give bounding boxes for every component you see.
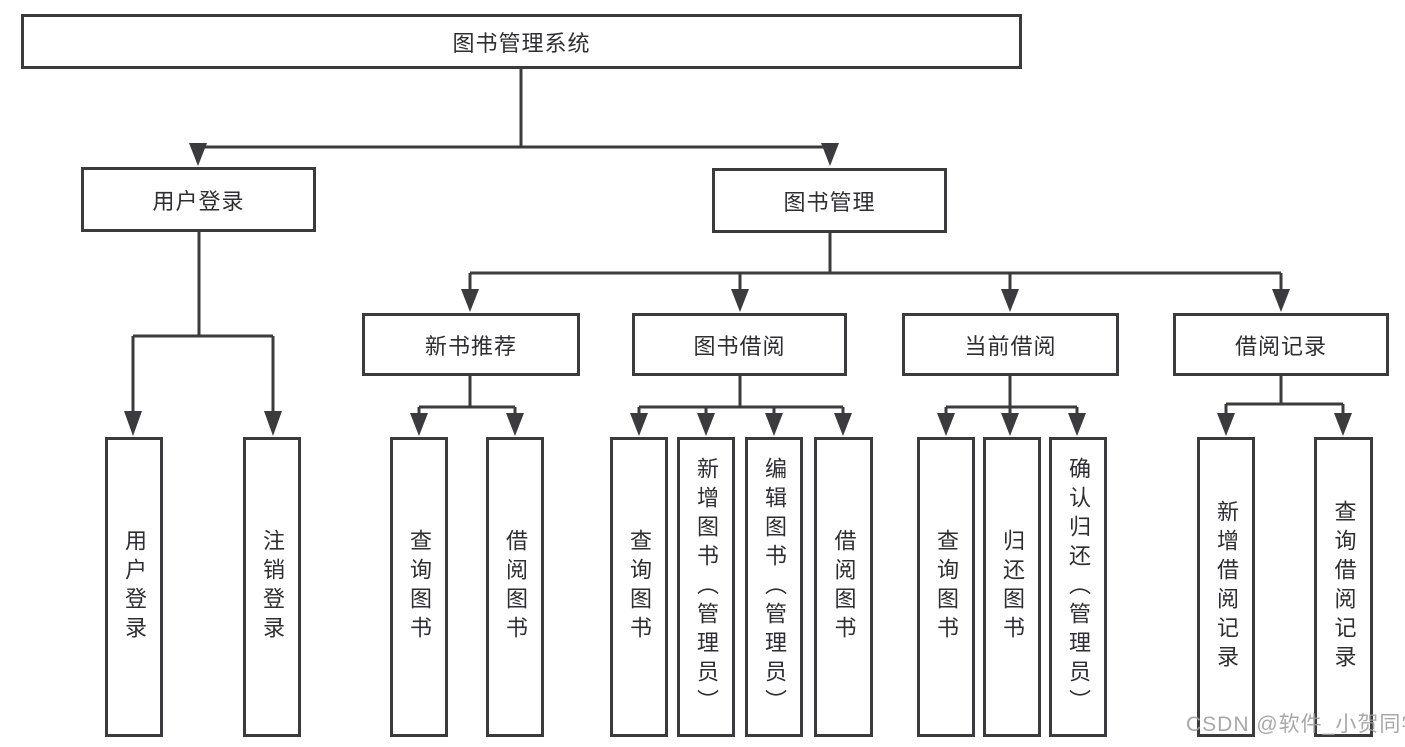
leaf-label: 查询借阅记录 — [1331, 500, 1357, 674]
node-user-login: 用户登录 — [81, 167, 316, 232]
leaf-query-borrow-record: 查询借阅记录 — [1314, 437, 1373, 737]
node-label: 当前借阅 — [964, 333, 1057, 359]
leaf-label: 归还图书 — [1000, 529, 1025, 645]
node-book-management: 图书管理 — [712, 168, 947, 233]
node-library-management-system: 图书管理系统 — [21, 14, 1022, 69]
arrowhead-icons — [124, 143, 1352, 436]
leaf-borrow-books-borrowing: 借阅图书 — [814, 437, 873, 737]
node-label: 图书管理系统 — [452, 30, 591, 56]
leaf-query-books-borrowing: 查询图书 — [610, 437, 668, 737]
node-new-book-recommend: 新书推荐 — [362, 313, 580, 376]
leaf-label: 借阅图书 — [503, 529, 528, 645]
leaf-edit-book-admin: 编辑图书（管理员） — [745, 437, 803, 737]
leaf-user-login: 用户登录 — [105, 437, 163, 737]
node-current-borrowing: 当前借阅 — [902, 313, 1119, 376]
leaf-label: 借阅图书 — [831, 529, 857, 645]
leaf-label: 注销登录 — [260, 529, 285, 645]
leaf-confirm-return-admin: 确认归还（管理员） — [1049, 437, 1107, 737]
node-label: 图书借阅 — [693, 333, 786, 359]
node-label: 图书管理 — [783, 189, 876, 215]
leaf-query-books-current: 查询图书 — [917, 437, 975, 737]
leaf-label: 新增图书（管理员） — [694, 456, 719, 718]
leaf-return-book: 归还图书 — [983, 437, 1041, 737]
leaf-add-book-admin: 新增图书（管理员） — [677, 437, 735, 737]
node-book-borrowing: 图书借阅 — [632, 313, 847, 376]
leaf-label: 查询图书 — [407, 529, 432, 645]
leaf-query-books-recommend: 查询图书 — [390, 437, 448, 737]
leaf-label: 查询图书 — [934, 529, 959, 645]
leaf-label: 用户登录 — [122, 529, 147, 645]
leaf-label: 编辑图书（管理员） — [762, 456, 787, 718]
node-label: 借阅记录 — [1234, 333, 1327, 359]
node-borrowing-records: 借阅记录 — [1173, 313, 1389, 376]
node-label: 用户登录 — [152, 188, 245, 214]
csdn-watermark: CSDN @软件_小贺同学 — [1186, 713, 1405, 736]
leaf-borrow-books-recommend: 借阅图书 — [486, 437, 544, 737]
leaf-label: 确认归还（管理员） — [1066, 456, 1091, 718]
leaf-label: 新增借阅记录 — [1214, 500, 1239, 674]
leaf-logout: 注销登录 — [243, 437, 301, 737]
leaf-label: 查询图书 — [627, 529, 652, 645]
leaf-add-borrow-record: 新增借阅记录 — [1197, 437, 1255, 737]
node-label: 新书推荐 — [424, 333, 517, 359]
